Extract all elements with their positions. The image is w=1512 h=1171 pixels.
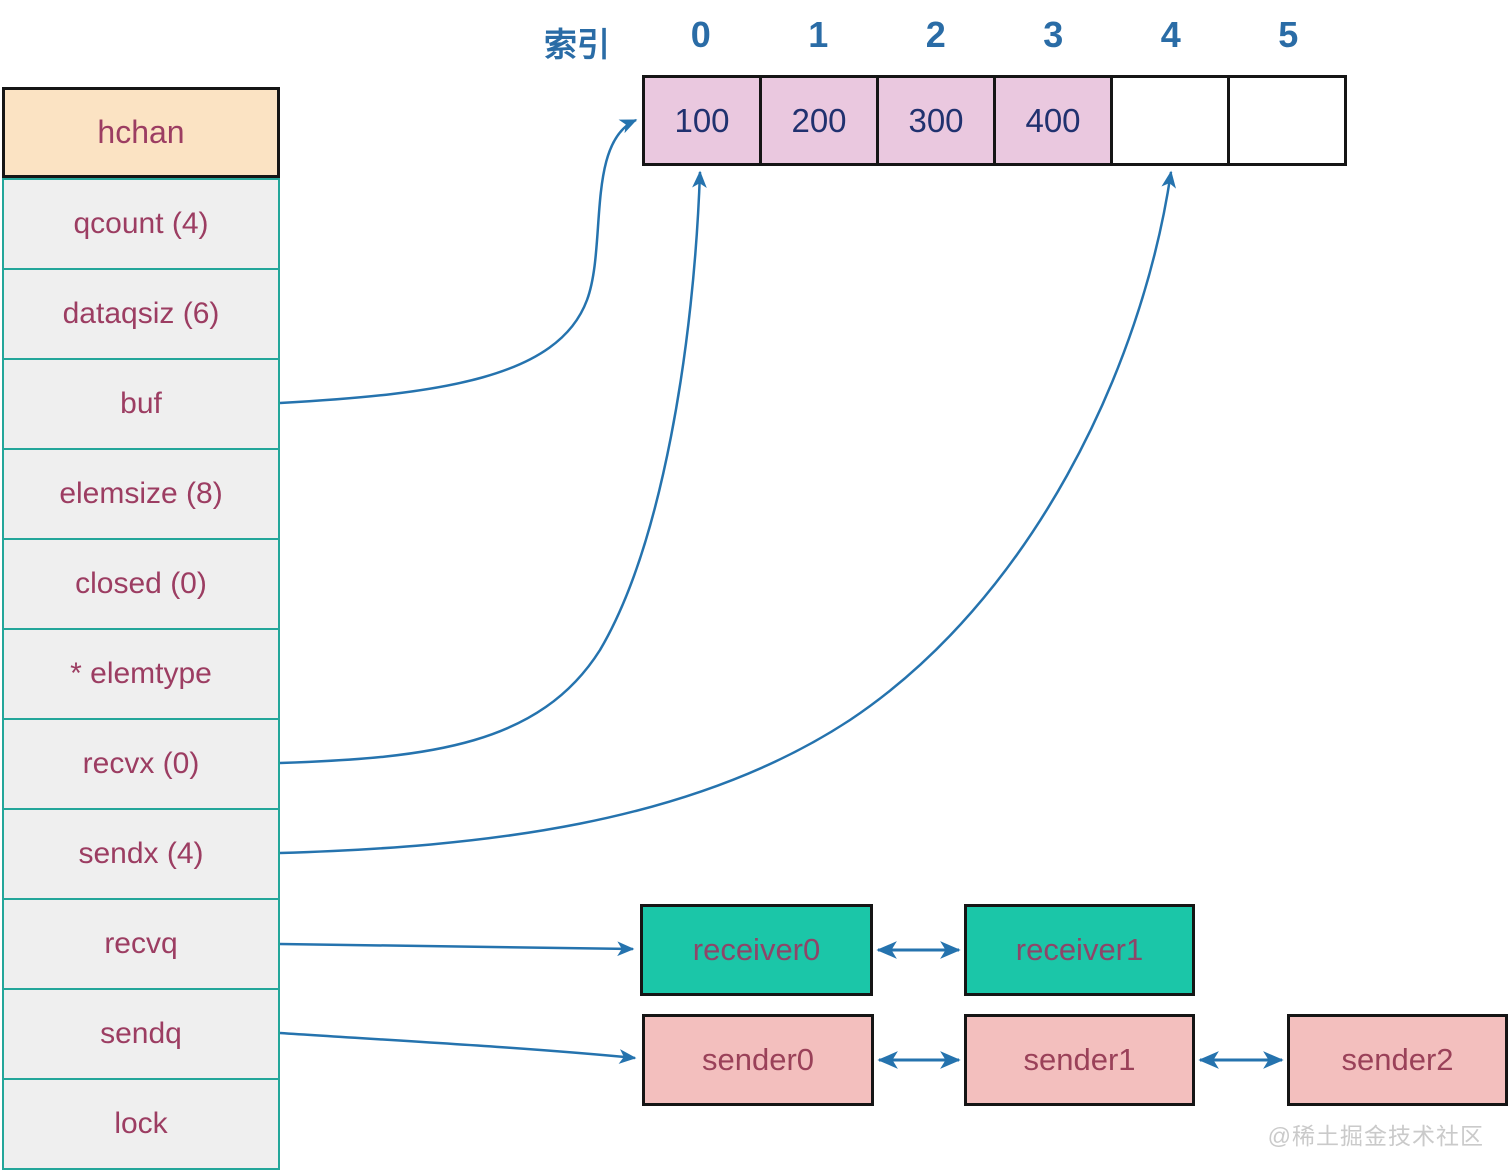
- hchan-row-lock: lock: [2, 1078, 280, 1170]
- buffer-cell-3: 400: [993, 75, 1113, 166]
- hchan-table-header: hchan: [2, 87, 280, 178]
- hchan-row-dataqsiz: dataqsiz (6): [2, 268, 280, 360]
- sendq-to-sender0-arrow: [279, 1031, 637, 1064]
- buf-to-array-arrow: [279, 118, 638, 405]
- buffer-cell-5: [1227, 75, 1347, 166]
- watermark: @稀土掘金技术社区: [1267, 1123, 1484, 1149]
- sendx-to-cell4-arrow: [279, 170, 1176, 855]
- index-1: 1: [808, 14, 829, 55]
- hchan-row-closed: closed (0): [2, 538, 280, 630]
- buffer-cell-1: 200: [759, 75, 879, 166]
- buffer-cell-4: [1110, 75, 1230, 166]
- index-2: 2: [925, 14, 946, 55]
- hchan-struct-table: hchan qcount (4) dataqsiz (6) buf elemsi…: [2, 87, 280, 1170]
- hchan-row-sendq: sendq: [2, 988, 280, 1080]
- recvq-to-receiver0-arrow: [279, 941, 635, 957]
- hchan-row-sendx: sendx (4): [2, 808, 280, 900]
- hchan-row-recvx: recvx (0): [2, 718, 280, 810]
- index-3: 3: [1043, 14, 1064, 55]
- buffer-cell-2: 300: [876, 75, 996, 166]
- ring-buffer-array: 100 200 300 400: [642, 75, 1347, 166]
- recvx-to-cell0-arrow: [279, 170, 707, 765]
- index-5: 5: [1278, 14, 1299, 55]
- index-row: 0 1 2 3 4 5: [642, 14, 1347, 56]
- hchan-row-elemtype: * elemtype: [2, 628, 280, 720]
- index-4: 4: [1160, 14, 1181, 55]
- sender0-box: sender0: [642, 1014, 874, 1106]
- hchan-row-elemsize: elemsize (8): [2, 448, 280, 540]
- buffer-cell-0: 100: [642, 75, 762, 166]
- hchan-row-recvq: recvq: [2, 898, 280, 990]
- receiver1-box: receiver1: [964, 904, 1195, 996]
- sender1-box: sender1: [964, 1014, 1195, 1106]
- receiver0-box: receiver0: [640, 904, 873, 996]
- hchan-row-buf: buf: [2, 358, 280, 450]
- index-0: 0: [690, 14, 711, 55]
- index-caption: 索引: [544, 26, 610, 63]
- sender2-box: sender2: [1287, 1014, 1508, 1106]
- hchan-row-qcount: qcount (4): [2, 178, 280, 270]
